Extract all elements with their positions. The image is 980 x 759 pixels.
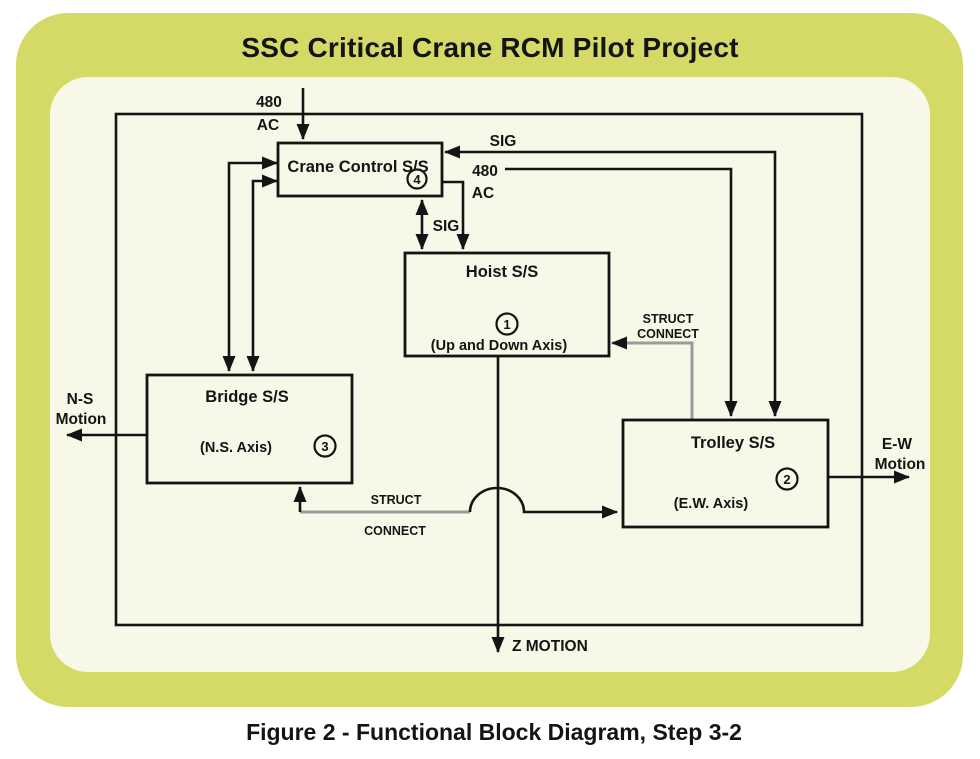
- bridge-box: [145, 373, 354, 485]
- struct-connect-right-label-2: CONNECT: [637, 327, 699, 341]
- arrow-struct-connect-hoist: [611, 336, 694, 419]
- bridge-label: Bridge S/S: [205, 388, 288, 406]
- power-right-label-1: 480: [472, 163, 498, 180]
- system-boundary: [114, 112, 864, 627]
- sig-mid-label: SIG: [433, 218, 460, 235]
- power-right-label-2: AC: [472, 185, 494, 202]
- power-top-label-1: 480: [256, 94, 282, 111]
- z-motion-label: Z MOTION: [512, 638, 588, 655]
- bridge-number-circle: [313, 434, 337, 458]
- struct-connect-bottom-label-2: CONNECT: [364, 524, 426, 538]
- arrow-crane-bridge-2: [246, 174, 278, 372]
- block-trolley: Trolley S/S 2 (E.W. Axis): [621, 418, 830, 529]
- ew-motion-label-2: Motion: [875, 456, 926, 473]
- hoist-box: [403, 251, 611, 358]
- arrow-struct-connect-trolley: [468, 486, 618, 519]
- trolley-number-circle: [775, 467, 799, 491]
- struct-connect-bottom-label-1: STRUCT: [371, 493, 422, 507]
- block-hoist: Hoist S/S 1 (Up and Down Axis): [403, 251, 611, 358]
- bridge-number: 3: [321, 439, 328, 454]
- trolley-label: Trolley S/S: [691, 434, 775, 452]
- sig-top-label: SIG: [490, 133, 517, 150]
- figure-caption: Figure 2 - Functional Block Diagram, Ste…: [246, 719, 742, 745]
- bridge-axis-label: (N.S. Axis): [200, 440, 272, 456]
- crane-control-label: Crane Control S/S: [287, 158, 428, 176]
- arrow-480ac-trolley: [505, 167, 738, 417]
- arrow-sig-trolley-crane: [444, 145, 782, 417]
- ew-motion-label-1: E-W: [882, 436, 913, 453]
- struct-connect-right-label-1: STRUCT: [643, 312, 694, 326]
- trolley-axis-label: (E.W. Axis): [674, 496, 749, 512]
- arrow-crane-bridge-1: [222, 156, 278, 372]
- ns-motion-label-2: Motion: [56, 411, 107, 428]
- crane-control-number: 4: [413, 172, 421, 187]
- hoist-label: Hoist S/S: [466, 263, 538, 281]
- hoist-number: 1: [503, 317, 510, 332]
- ns-motion-label-1: N-S: [67, 391, 94, 408]
- block-bridge: Bridge S/S (N.S. Axis) 3: [145, 373, 354, 485]
- crane-control-number-circle: [406, 168, 428, 190]
- trolley-number: 2: [783, 472, 790, 487]
- hoist-axis-label: (Up and Down Axis): [431, 338, 568, 354]
- hoist-number-circle: [495, 312, 519, 336]
- page-title: SSC Critical Crane RCM Pilot Project: [241, 32, 738, 63]
- block-crane-control: Crane Control S/S 4: [276, 141, 444, 198]
- power-top-label-2: AC: [257, 117, 279, 134]
